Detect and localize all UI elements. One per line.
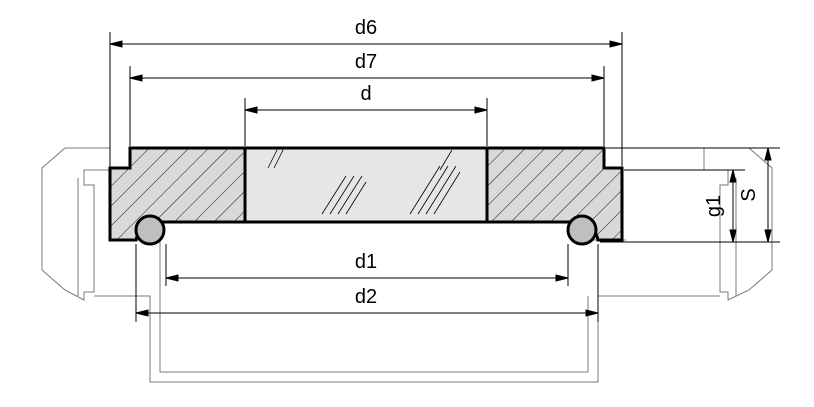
- extension-lines: [109, 32, 780, 322]
- dimension-labels: d6 d7 d d1 d2 g1 S: [355, 17, 760, 308]
- o-ring-right: [566, 214, 598, 246]
- label-d2: d2: [355, 286, 377, 308]
- label-d: d: [360, 83, 371, 105]
- label-g1: g1: [703, 195, 725, 217]
- ring-body: [108, 146, 624, 242]
- o-ring-left: [134, 214, 166, 246]
- ring-section-right: [485, 146, 624, 242]
- o-rings: [134, 214, 598, 246]
- ring-section-left: [108, 146, 247, 242]
- glass-reflection-marks: [267, 147, 461, 215]
- dimension-lines: [109, 40, 772, 317]
- label-d1: d1: [355, 251, 377, 273]
- label-d7: d7: [355, 51, 377, 73]
- label-s: S: [738, 188, 760, 201]
- sight-glass: [243, 146, 489, 224]
- label-d6: d6: [355, 17, 377, 39]
